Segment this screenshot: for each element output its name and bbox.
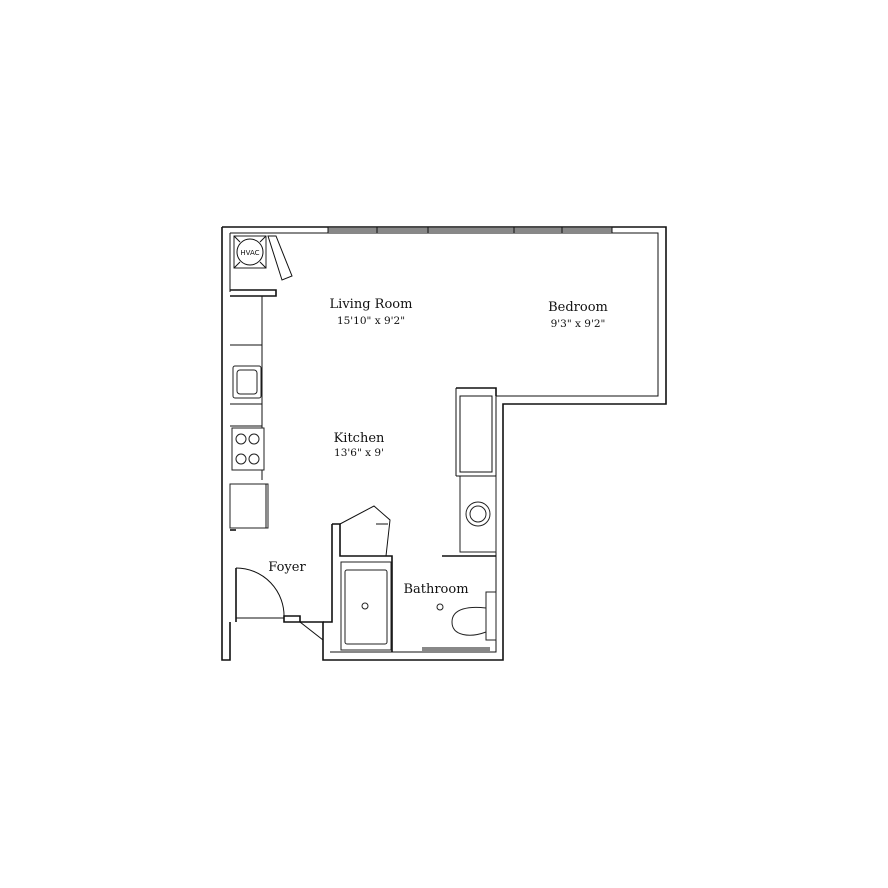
toilet-icon: [436, 591, 497, 641]
bathroom-label: Bathroom: [403, 582, 468, 597]
hvac-icon: HVAC: [233, 235, 267, 269]
vanity-sink-icon: [459, 475, 497, 553]
sink-icon: [232, 365, 262, 399]
hvac-label: HVAC: [240, 249, 259, 257]
refrigerator: [229, 483, 269, 529]
living-room-label: Living Room: [330, 297, 413, 312]
windows: [327, 227, 613, 233]
bathtub-icon: [340, 561, 392, 651]
kitchen-label: Kitchen: [334, 431, 385, 446]
hvac-closet: HVAC: [230, 235, 293, 297]
bedroom-label: Bedroom: [548, 300, 608, 315]
living-room-dims: 15'10" x 9'2": [337, 315, 405, 327]
kitchen-dims: 13'6" x 9': [334, 447, 384, 459]
room-labels: Living Room 15'10" x 9'2" Bedroom 9'3" x…: [268, 297, 608, 597]
bathroom-walls: [323, 505, 496, 652]
entry-door: [230, 529, 324, 642]
bedroom-dims: 9'3" x 9'2": [551, 318, 606, 330]
foyer-label: Foyer: [268, 560, 306, 575]
kitchen-counter: [229, 295, 269, 529]
linen-closet: [455, 387, 497, 477]
door-swing-icon: [235, 567, 285, 619]
cooktop-icon: [231, 427, 265, 471]
